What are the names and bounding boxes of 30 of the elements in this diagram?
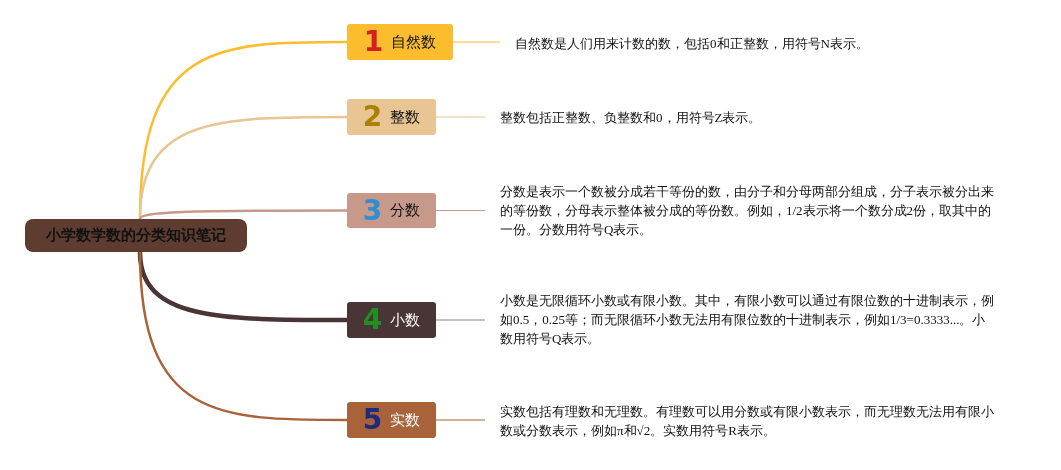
branch-label: 实数 <box>390 410 421 430</box>
branch-curve <box>138 115 347 220</box>
branch-label: 整数 <box>390 107 421 127</box>
branch-label: 自然数 <box>391 32 437 52</box>
branch-label: 分数 <box>390 201 421 220</box>
description-text: 自然数是人们用来计数的数，包括0和正整数，用符号N表示。 <box>500 34 930 56</box>
number-label: 1 <box>363 28 384 56</box>
number-label: 2 <box>362 103 383 131</box>
number-label: 4 <box>362 306 383 334</box>
leader-line <box>452 41 501 43</box>
leader-line <box>435 419 486 421</box>
topic-box: 小学数学数的分类知识笔记 <box>25 219 247 252</box>
branch-box <box>347 193 436 228</box>
branch-box <box>347 302 436 338</box>
branch-label: 小数 <box>390 310 421 330</box>
leader-line <box>435 116 486 118</box>
number-label: 5 <box>362 406 383 434</box>
branch-box <box>347 24 453 60</box>
branch-curve <box>137 251 347 323</box>
leader-line <box>435 319 486 321</box>
number-label: 3 <box>362 196 383 225</box>
description-text: 分数是表示一个数被分成若干等份的数，由分子和分母两部分组成，分子表示被分出来的等份数，分母表示整体被分成的等份数。例如，1/2表示将一个数分成2份，取其中的一份。分数用符号Q表示。 <box>485 182 997 242</box>
leader-line <box>435 209 486 212</box>
branch-box <box>347 402 436 438</box>
branch-box <box>347 99 436 135</box>
branch-curve <box>139 209 347 220</box>
description-text: 实数包括有理数和无理数。有理数可以用分数或有限小数表示，而无理数无法用有限小数或分数表示，例如π和√2。实数用符号R表示。 <box>485 402 997 444</box>
description-text: 小数是无限循环小数或有限小数。其中，有限小数可以通过有限位数的十进制表示，例如0.5，0.25等；而无限循环小数无法用有限位数的十进制表示，例如1/3=0.3333...。小数用符号Q表示。 <box>485 291 997 351</box>
description-text: 整数包括正整数、负整数和0，用符号Z表示。 <box>485 108 905 130</box>
branch-curve <box>138 251 347 422</box>
